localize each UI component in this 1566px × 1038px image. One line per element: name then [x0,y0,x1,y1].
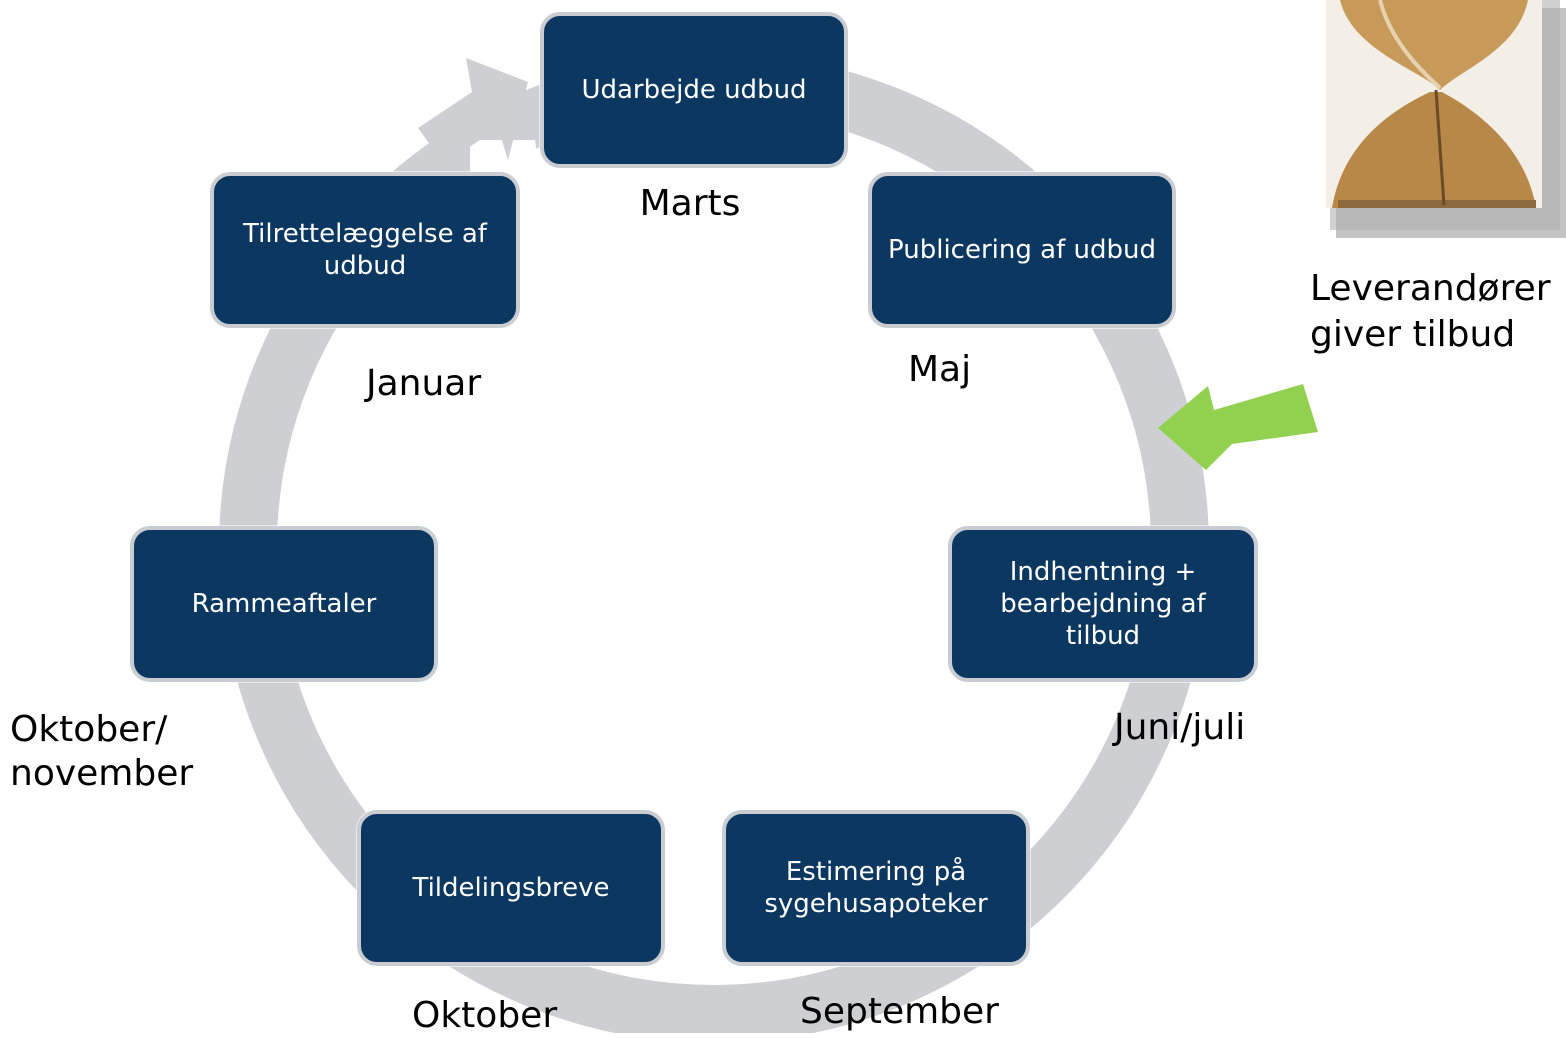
step-label: Publicering af udbud [888,235,1156,265]
step-label: Rammeaftaler [191,589,377,619]
step-tilrettelaeggelse: Tilrettelæggelse af udbud [210,172,520,328]
step-label: Indhentning + bearbejdning af tilbud [1000,557,1206,651]
green-arrow-icon [1158,384,1318,470]
month-label-oktober-november: Oktober/ november [10,709,194,794]
step-estimering: Estimering på sygehusapoteker [722,810,1030,966]
supplier-offer-note: Leverandører giver tilbud [1310,268,1551,355]
cycle-arrowhead-icon [418,58,528,164]
month-label-marts: Marts [639,183,741,224]
month-label-september: September [800,991,999,1032]
step-label: Tildelingsbreve [412,873,610,903]
step-udarbejde-udbud: Udarbejde udbud [540,12,848,168]
step-publicering-af-udbud: Publicering af udbud [868,172,1176,328]
step-rammeaftaler: Rammeaftaler [130,526,438,682]
month-label-januar: Januar [366,363,482,404]
step-label: Tilrettelæggelse af udbud [243,219,487,281]
month-label-juni-juli: Juni/juli [1114,707,1246,748]
hourglass-image [1326,0,1566,238]
step-label: Udarbejde udbud [581,75,807,105]
month-label-oktober: Oktober [412,995,558,1036]
month-label-maj: Maj [908,349,972,390]
step-indhentning-bearbejdning: Indhentning + bearbejdning af tilbud [948,526,1258,682]
step-label: Estimering på sygehusapoteker [764,857,988,919]
step-tildelingsbreve: Tildelingsbreve [357,810,665,966]
